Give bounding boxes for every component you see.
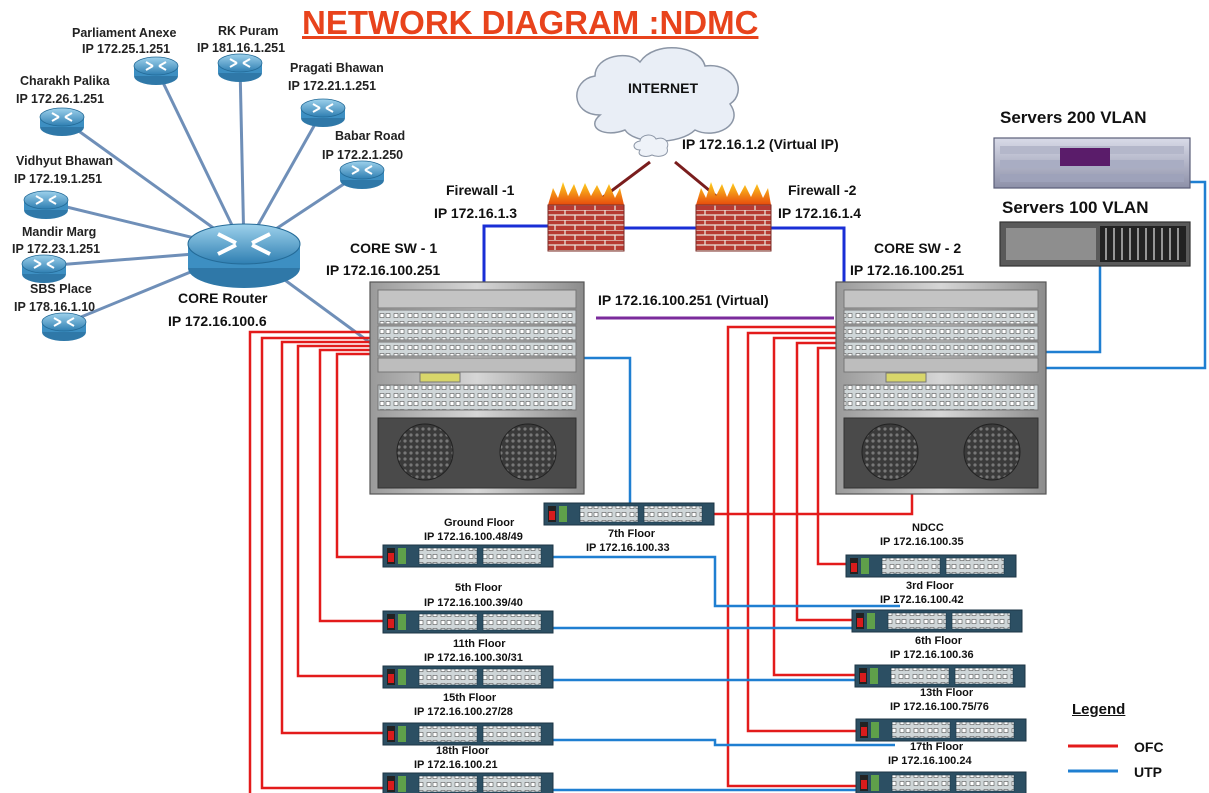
site-mandir-marg-name: Mandir Marg [22,225,97,239]
site-sbs-place-ip: IP 178.16.1.10 [14,300,96,314]
router-charakh-palika-icon [39,107,85,137]
switch-18th-floor-icon [382,772,554,793]
site-charakh-palika-ip: IP 172.26.1.251 [16,92,105,106]
floor-5th-ip: IP 172.16.100.39/40 [424,597,523,609]
switch-ndcc-icon [845,554,1017,578]
router-pragati-bhawan-icon [300,98,346,128]
site-parliament-anexe-name: Parliament Anexe [72,26,177,40]
switch-17th-floor-icon [855,771,1027,793]
internet-label: INTERNET [628,80,698,96]
switch-5th-floor-icon [382,610,554,634]
router-rk-puram-icon [217,53,263,83]
floor-ground-ip: IP 172.16.100.48/49 [424,531,523,543]
page-title: NETWORK DIAGRAM :NDMC [302,4,759,41]
switch-13th-floor-icon [855,718,1027,742]
switch-6th-floor-icon [854,664,1026,688]
floor-17th-name: 17th Floor [910,741,964,753]
floor-ndcc-name: NDCC [912,522,944,534]
site-babar-road-name: Babar Road [335,129,406,143]
internet-vip-label: IP 172.16.1.2 (Virtual IP) [682,136,839,152]
core-router-ip: IP 172.16.100.6 [168,313,267,329]
router-mandir-marg-icon [21,254,67,284]
switch-15th-floor-icon [382,722,554,746]
legend-ofc-label: OFC [1134,739,1164,755]
legend-utp-label: UTP [1134,764,1162,780]
floor-11th-name: 11th Floor [453,638,506,650]
firewall-1-ip: IP 172.16.1.3 [434,205,518,221]
floor-ndcc-ip: IP 172.16.100.35 [880,536,964,548]
internet-cloud [576,47,739,157]
site-sbs-place-name: SBS Place [30,282,92,296]
floor-18th-name: 18th Floor [436,745,490,757]
firewall-1-name: Firewall -1 [446,182,515,198]
server-100-vlan-icon [999,221,1191,267]
router-sbs-place-icon [41,312,87,342]
firewall-2-name: Firewall -2 [788,182,857,198]
floor-ground-name: Ground Floor [444,517,515,529]
router-parliament-anexe-icon [133,56,179,86]
servers-200-vlan-label: Servers 200 VLAN [1000,108,1147,127]
site-pragati-bhawan-name: Pragati Bhawan [290,61,384,75]
core-router-name: CORE Router [178,290,268,306]
core-router-icon [187,223,301,288]
floor-15th-name: 15th Floor [443,692,497,704]
core-virtual-ip: IP 172.16.100.251 (Virtual) [598,292,769,308]
site-babar-road-ip: IP 172.2.1.250 [322,148,404,162]
site-pragati-bhawan-ip: IP 172.21.1.251 [288,79,377,93]
router-vidhyut-bhawan-icon [23,190,69,220]
switch-ground-floor-icon [382,544,554,568]
floor-18th-ip: IP 172.16.100.21 [414,759,498,771]
core-sw-1-ip: IP 172.16.100.251 [326,262,441,278]
floor-5th-name: 5th Floor [455,582,503,594]
core-sw-2-ip: IP 172.16.100.251 [850,262,965,278]
switch-7th-floor-icon [543,502,715,526]
floor-3rd-ip: IP 172.16.100.42 [880,594,964,606]
core-links [482,224,846,286]
floor-13th-name: 13th Floor [920,687,974,699]
site-vidhyut-bhawan-ip: IP 172.19.1.251 [14,172,103,186]
floor-15th-ip: IP 172.16.100.27/28 [414,706,513,718]
router-babar-road-icon [339,160,385,190]
firewall-2-ip: IP 172.16.1.4 [778,205,862,221]
firewall-1-icon [547,182,625,252]
floor-17th-ip: IP 172.16.100.24 [888,755,972,767]
floor-13th-ip: IP 172.16.100.75/76 [890,701,989,713]
core-switch-1-icon [369,281,585,495]
floor-6th-name: 6th Floor [915,635,963,647]
switch-11th-floor-icon [382,665,554,689]
firewall-2-icon [695,182,772,252]
site-rk-puram-name: RK Puram [218,24,279,38]
core-switch-2-icon [835,281,1047,495]
switch-3rd-floor-icon [851,609,1023,633]
site-mandir-marg-ip: IP 172.23.1.251 [12,242,101,256]
core-sw-2-name: CORE SW - 2 [874,240,962,256]
core-sw-1-name: CORE SW - 1 [350,240,438,256]
floor-6th-ip: IP 172.16.100.36 [890,649,974,661]
server-200-vlan-icon [993,137,1191,189]
floor-11th-ip: IP 172.16.100.30/31 [424,652,523,664]
floor-3rd-name: 3rd Floor [906,580,954,592]
site-parliament-anexe-ip: IP 172.25.1.251 [82,42,171,56]
floor-7th-name: 7th Floor [608,528,656,540]
floor-7th-ip: IP 172.16.100.33 [586,542,670,554]
legend-title: Legend [1072,701,1126,718]
utp-links [455,353,918,792]
site-rk-puram-ip: IP 181.16.1.251 [197,41,286,55]
site-vidhyut-bhawan-name: Vidhyut Bhawan [16,154,114,168]
site-charakh-palika-name: Charakh Palika [20,74,110,88]
servers-100-vlan-label: Servers 100 VLAN [1002,198,1149,217]
